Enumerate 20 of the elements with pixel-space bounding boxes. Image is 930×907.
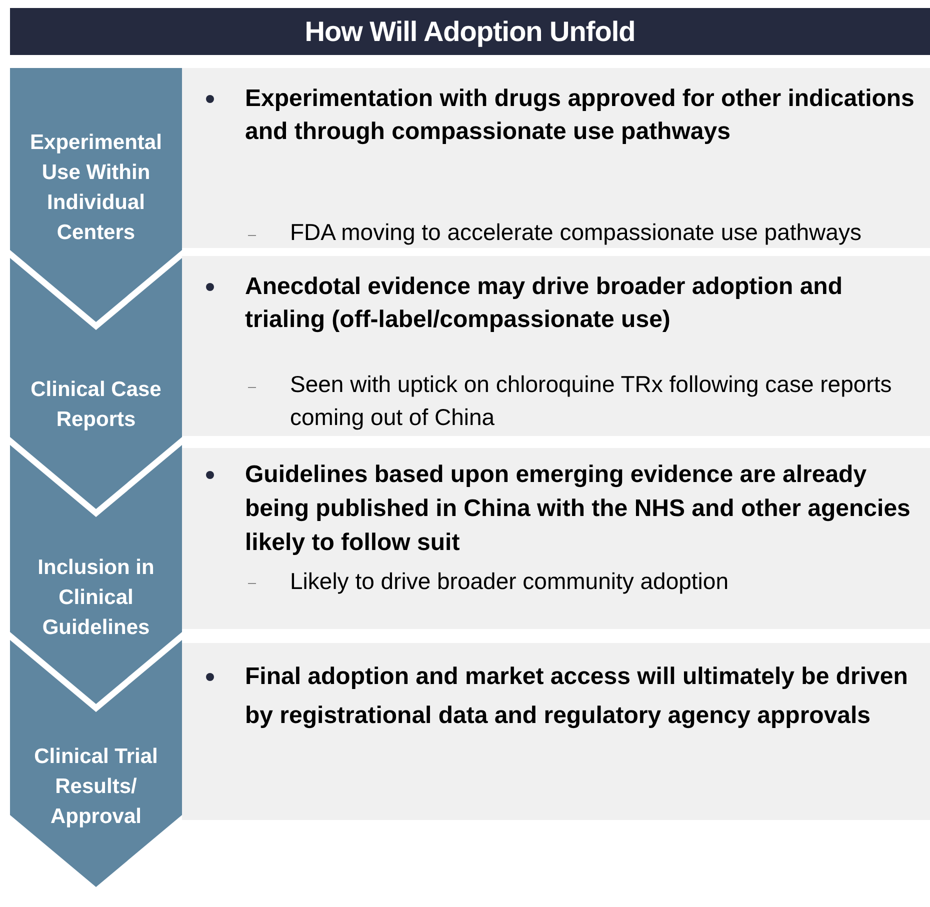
- description-panel: [182, 448, 930, 629]
- bullet-text: Experimentation with drugs approved for other indications and through compassionate use pathways: [245, 84, 916, 147]
- bullet-text: Guidelines based upon emerging evidence are already being published in China with the NHS and other agencies likely to follow suit: [245, 460, 912, 558]
- sub-bullet-text: Likely to drive broader community adoption: [290, 567, 730, 596]
- stage-label: Inclusion in Clinical Guidelines: [36, 555, 156, 641]
- stage-label: Clinical Trial Results/ Approval: [33, 744, 159, 830]
- stage-label: Clinical Case Reports: [30, 377, 162, 433]
- stage-label: Experimental Use Within Individual Centers: [29, 130, 163, 246]
- sub-bullet-text: FDA moving to accelerate compassionate use pathways: [290, 218, 862, 247]
- description-panel: [182, 256, 930, 436]
- bullet-text: Anecdotal evidence may drive broader adoption and trialing (off-label/compassionate use): [245, 272, 844, 335]
- description-panel: [182, 643, 930, 820]
- title-bar: How Will Adoption Unfold: [10, 8, 930, 55]
- chevron-stage: [10, 68, 182, 322]
- chevron-stage: [10, 445, 182, 704]
- chevron-stage: [10, 258, 182, 509]
- description-panel: [182, 68, 930, 248]
- sub-bullet-text: Seen with uptick on chloroquine TRx following case reports coming out of China: [290, 370, 893, 432]
- chevron-stage: [10, 640, 182, 887]
- bullet-text: Final adoption and market access will ultimately be driven by registrational data and regulatory agency approvals: [245, 662, 909, 731]
